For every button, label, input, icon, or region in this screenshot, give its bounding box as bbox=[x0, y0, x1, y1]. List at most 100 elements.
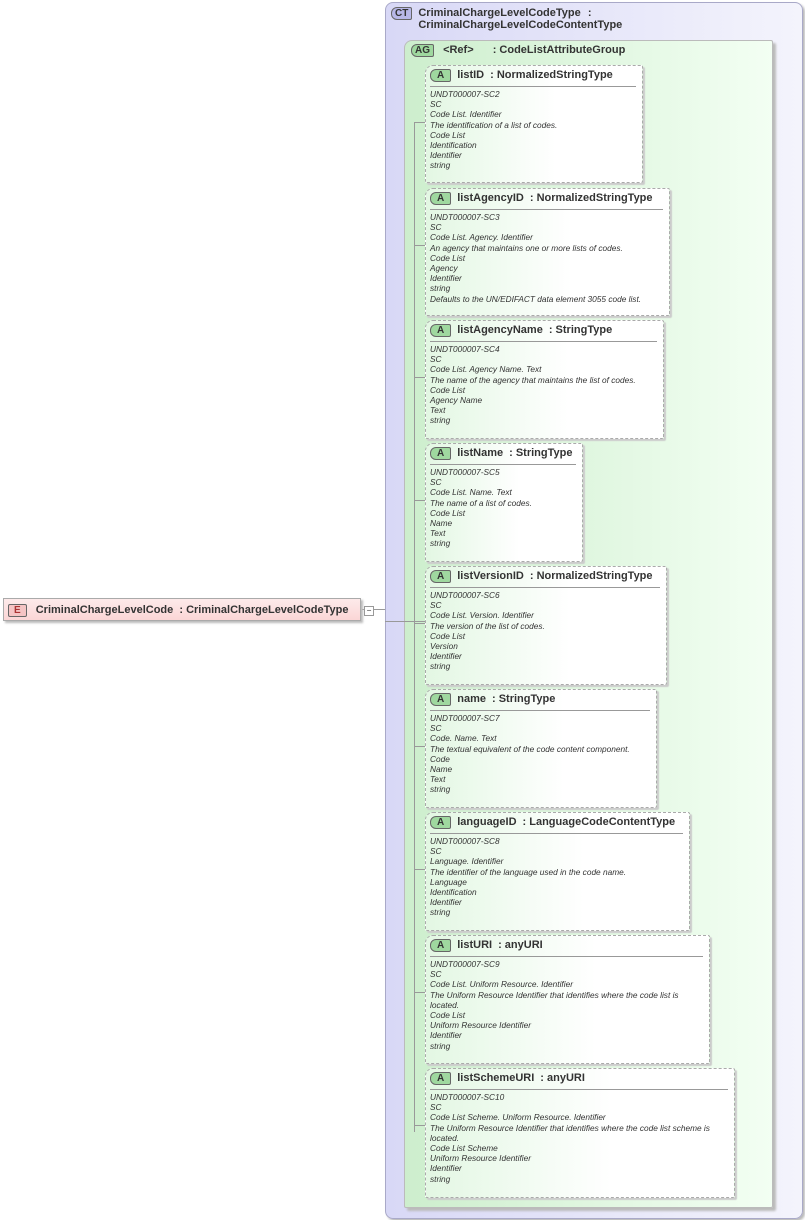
connector-line bbox=[414, 1125, 425, 1126]
doc-line: The textual equivalent of the code conte… bbox=[430, 743, 630, 754]
doc-line: string bbox=[430, 415, 451, 426]
doc-line: string bbox=[430, 1040, 451, 1051]
connector-line bbox=[414, 746, 425, 747]
doc-line: Code List. Agency. Identifier bbox=[430, 232, 533, 243]
divider bbox=[430, 956, 703, 957]
attribute-type: : anyURI bbox=[540, 1072, 585, 1084]
doc-line: Identifier bbox=[430, 150, 462, 161]
doc-line: string bbox=[430, 661, 451, 672]
doc-line: Code List bbox=[430, 1010, 466, 1021]
doc-line: string bbox=[430, 1173, 451, 1184]
doc-line: Language. Identifier bbox=[430, 856, 504, 867]
doc-line: UNDT000007-SC7 bbox=[430, 713, 500, 723]
doc-line: Code List Scheme bbox=[430, 1143, 498, 1154]
connector-line bbox=[414, 245, 425, 246]
doc-line: string bbox=[430, 283, 451, 294]
doc-line: Code List bbox=[430, 507, 466, 518]
doc-line: The name of a list of codes. bbox=[430, 497, 532, 508]
connector-line bbox=[414, 869, 425, 870]
attribute-name: listVersionID bbox=[457, 570, 524, 582]
attribute-type: : NormalizedStringType bbox=[529, 570, 653, 582]
doc-line: UNDT000007-SC3 bbox=[430, 212, 500, 222]
doc-line: Agency bbox=[430, 263, 458, 274]
attribute-group-ref[interactable]: <Ref> bbox=[443, 44, 474, 56]
doc-line: Code List. Version. Identifier bbox=[430, 610, 534, 621]
element-type: : CriminalChargeLevelCodeType bbox=[179, 604, 349, 616]
doc-line: Identification bbox=[430, 140, 477, 151]
complex-type-header: CT CriminalChargeLevelCodeType : Crimina… bbox=[391, 7, 796, 31]
attribute-name: listAgencyName bbox=[457, 324, 543, 336]
doc-line: UNDT000007-SC6 bbox=[430, 590, 500, 600]
doc-line: UNDT000007-SC10 bbox=[430, 1092, 505, 1102]
doc-line: string bbox=[430, 907, 451, 918]
doc-line: Code List. Identifier bbox=[430, 109, 502, 120]
doc-line: The Uniform Resource Identifier that ide… bbox=[430, 1122, 710, 1143]
doc-line: Version bbox=[430, 641, 458, 652]
attribute-icon: A bbox=[430, 693, 452, 706]
connector-line bbox=[414, 377, 425, 378]
doc-line: UNDT000007-SC5 bbox=[430, 467, 500, 477]
doc-line: Agency Name bbox=[430, 395, 483, 406]
element-box[interactable]: E CriminalChargeLevelCode : CriminalChar… bbox=[3, 598, 374, 621]
connector-line bbox=[414, 623, 425, 624]
attribute-group-type: : CodeListAttributeGroup bbox=[492, 44, 626, 56]
attribute-name: name bbox=[457, 693, 486, 705]
doc-line: Text bbox=[430, 405, 446, 416]
doc-line: Code List bbox=[430, 384, 466, 395]
doc-line: Code List bbox=[430, 252, 466, 263]
attribute-name: listName bbox=[457, 447, 504, 459]
divider bbox=[430, 209, 663, 210]
collapse-toggle-icon[interactable]: − bbox=[364, 606, 374, 616]
complex-type-name[interactable]: CriminalChargeLevelCodeType bbox=[418, 7, 581, 19]
connector-line bbox=[414, 122, 415, 1132]
attribute-icon: A bbox=[430, 816, 452, 829]
attribute-name: listAgencyID bbox=[457, 192, 524, 204]
attribute-icon: A bbox=[430, 1072, 452, 1085]
doc-line: Identifier bbox=[430, 1030, 462, 1041]
doc-line: string bbox=[430, 784, 451, 795]
attribute-type: : NormalizedStringType bbox=[490, 69, 613, 81]
complex-type-base: : CriminalChargeLevelCodeContentType bbox=[418, 7, 623, 31]
doc-line: SC bbox=[430, 1102, 442, 1113]
attribute-icon: A bbox=[430, 570, 452, 583]
doc-line: The name of the agency that maintains th… bbox=[430, 374, 636, 385]
attribute-name: listURI bbox=[457, 939, 493, 951]
doc-line: UNDT000007-SC4 bbox=[430, 344, 500, 354]
doc-line: SC bbox=[430, 846, 442, 857]
doc-line: string bbox=[430, 538, 451, 549]
doc-line: The identification of a list of codes. bbox=[430, 119, 558, 130]
doc-line: Identifier bbox=[430, 1163, 462, 1174]
doc-line: Code List. Agency Name. Text bbox=[430, 364, 542, 375]
doc-line: SC bbox=[430, 723, 442, 734]
attribute-type: : anyURI bbox=[498, 939, 543, 951]
doc-line: Code List. Name. Text bbox=[430, 487, 512, 498]
divider bbox=[430, 86, 636, 87]
attribute-name: listSchemeURI bbox=[457, 1072, 535, 1084]
doc-line: An agency that maintains one or more lis… bbox=[430, 242, 623, 253]
attribute-type: : StringType bbox=[548, 324, 613, 336]
doc-line: SC bbox=[430, 600, 442, 611]
doc-line: SC bbox=[430, 222, 442, 233]
doc-line: Name bbox=[430, 764, 453, 775]
doc-line: UNDT000007-SC8 bbox=[430, 836, 500, 846]
